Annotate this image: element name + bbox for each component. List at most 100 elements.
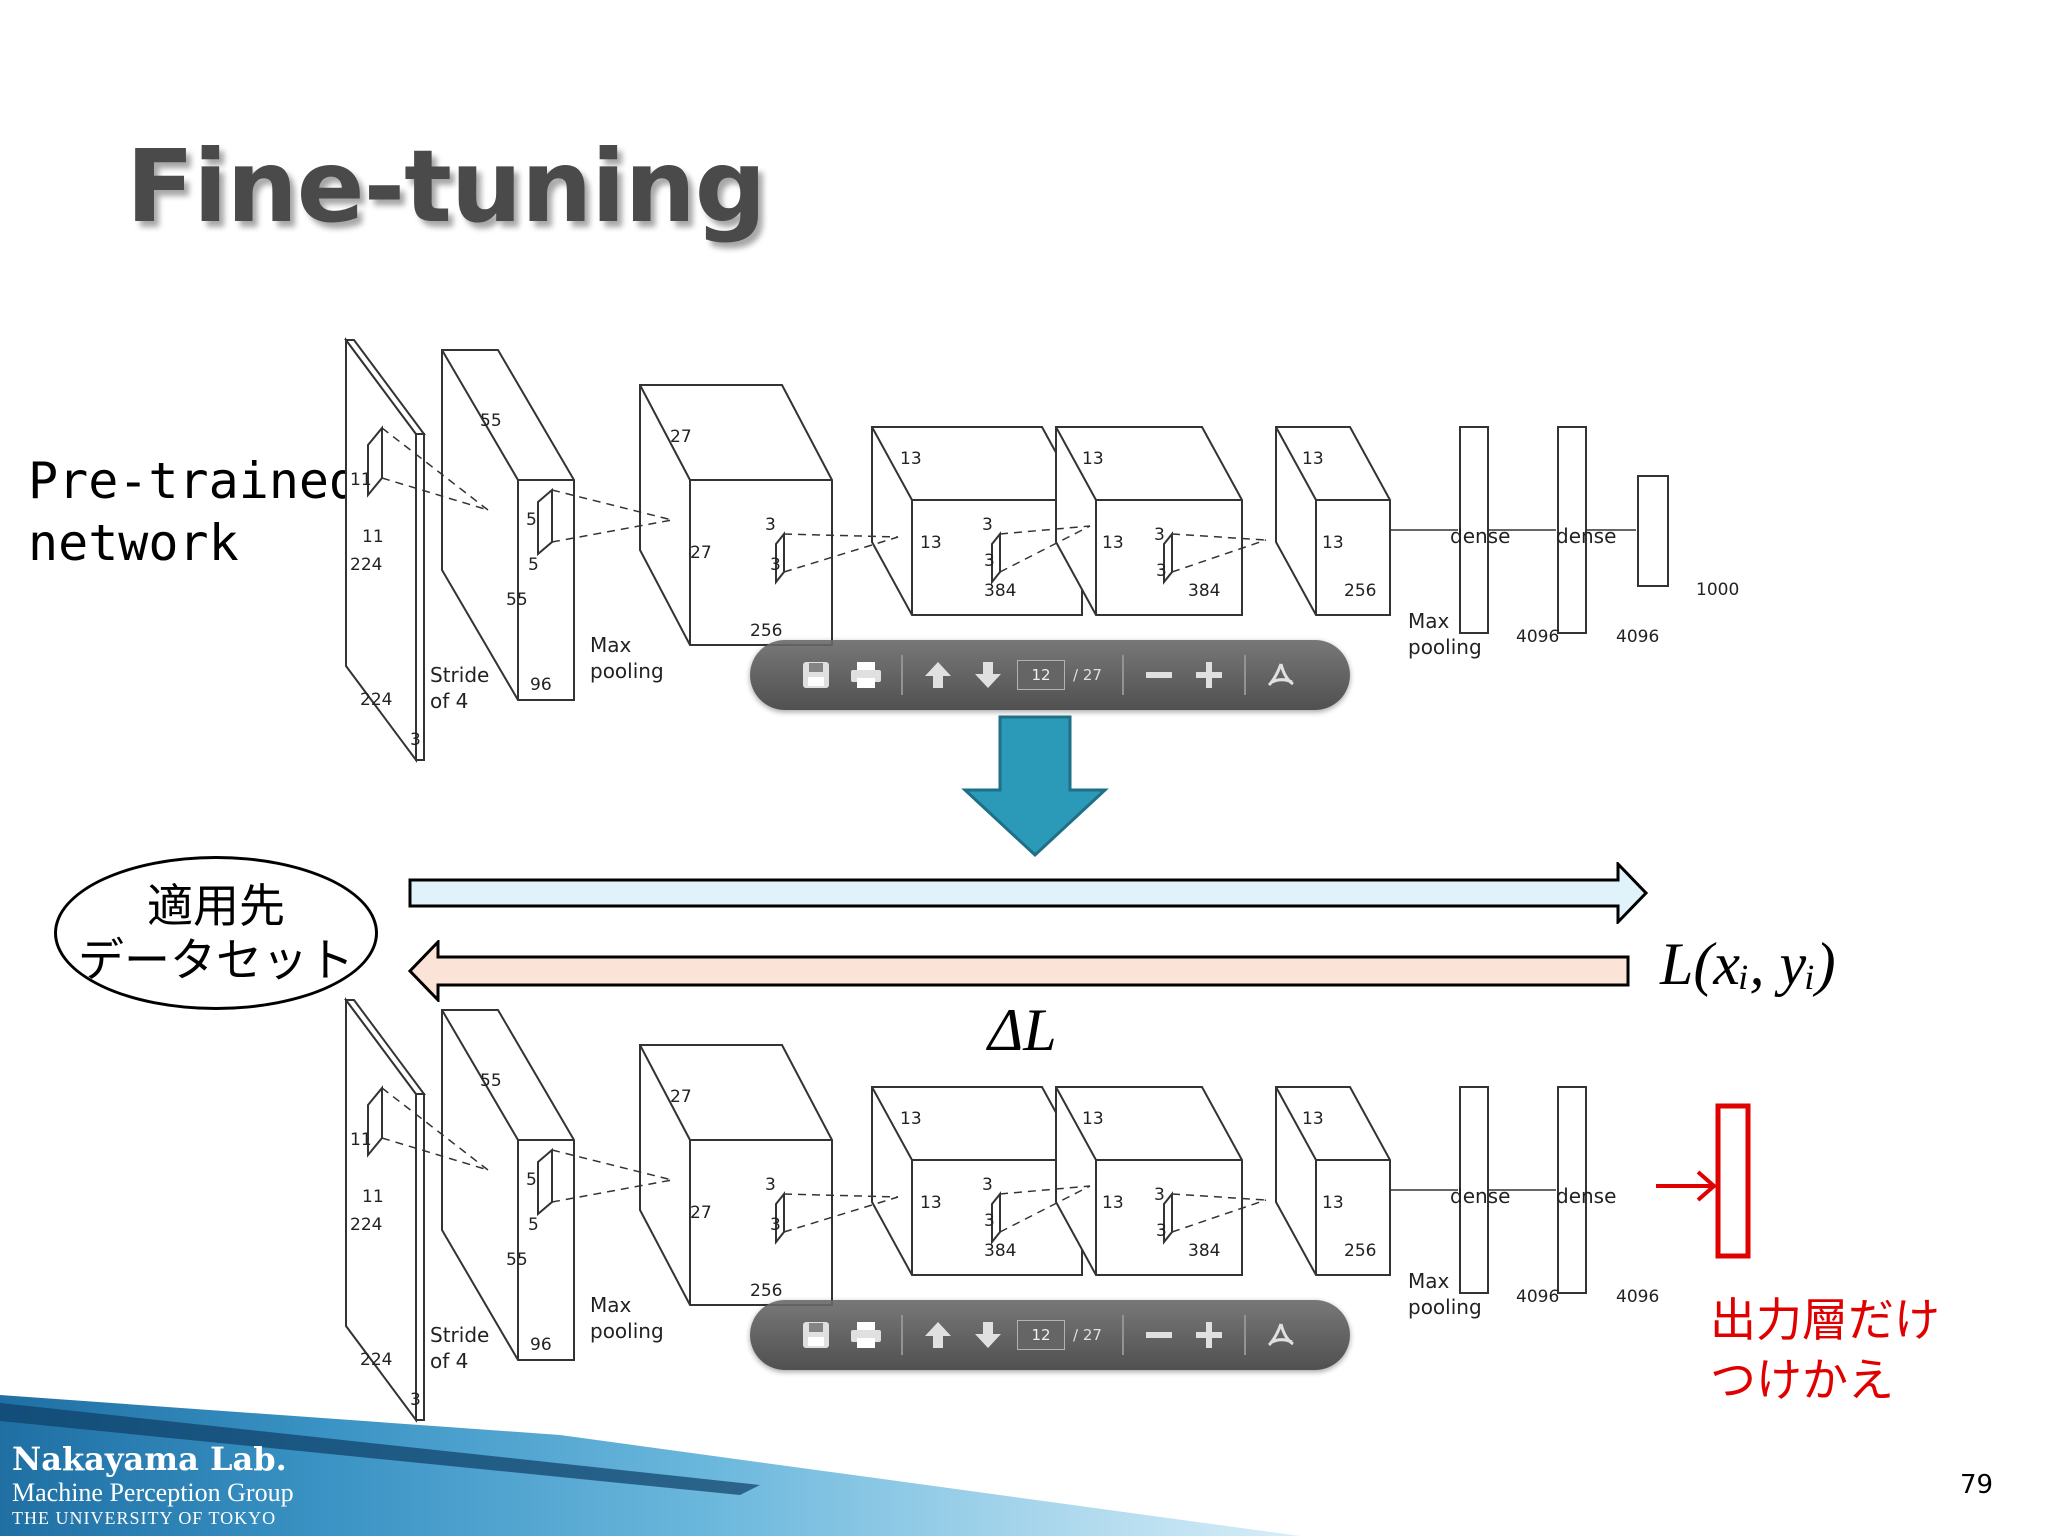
pretrained-label-line1: Pre-trained — [28, 452, 360, 510]
loss-function: L(xᵢ, yᵢ) — [1660, 931, 1836, 997]
toolbar-separator — [901, 1315, 903, 1355]
label-k2-b: 5 — [528, 555, 539, 575]
label-stride-1: Stride — [430, 663, 489, 687]
label-c4-d: 384 — [1188, 581, 1220, 601]
label-fc-1: 4096 — [1516, 1287, 1559, 1307]
university-name: THE UNIVERSITY OF TOKYO — [12, 1508, 277, 1528]
label-dense-1: dense — [1450, 524, 1510, 548]
dataset-line2: データセット — [78, 933, 354, 987]
label-stride-2: of 4 — [430, 1349, 468, 1373]
label-c3-h: 13 — [900, 1109, 922, 1129]
label-k2-a: 5 — [526, 1170, 537, 1190]
label-c2-h: 27 — [670, 427, 692, 447]
label-c1-w: 55 — [506, 1250, 528, 1270]
dataset-line1: 適用先 — [147, 879, 285, 933]
print-icon[interactable] — [845, 1314, 887, 1356]
page-down-icon[interactable] — [967, 654, 1009, 696]
page-up-icon[interactable] — [917, 1314, 959, 1356]
label-c3-w: 13 — [920, 533, 942, 553]
label-k4-a: 3 — [982, 1175, 993, 1195]
zoom-in-icon[interactable] — [1188, 1314, 1230, 1356]
label-c5-d: 256 — [1344, 1241, 1376, 1261]
label-c5-h: 13 — [1302, 449, 1324, 469]
label-input-d: 3 — [410, 1390, 421, 1410]
label-c1-d: 96 — [530, 675, 552, 695]
loss-gradient: ΔL — [988, 997, 1057, 1063]
label-dense-2: dense — [1556, 1184, 1616, 1208]
footer-band — [0, 1395, 1300, 1536]
page-total: / 27 — [1073, 1326, 1102, 1344]
label-pool2-2: pooling — [1408, 635, 1482, 659]
acrobat-icon[interactable] — [1260, 1314, 1302, 1356]
zoom-out-icon[interactable] — [1138, 654, 1180, 696]
label-c4-h: 13 — [1082, 1109, 1104, 1129]
label-c4-d: 384 — [1188, 1241, 1220, 1261]
label-c3-d: 384 — [984, 581, 1016, 601]
toolbar-separator — [1121, 655, 1124, 695]
label-input-h: 224 — [360, 690, 392, 710]
label-fc-2: 4096 — [1616, 627, 1659, 647]
label-output: 1000 — [1696, 580, 1739, 600]
label-k4-b: 3 — [984, 551, 995, 571]
replace-note-line1: 出力層だけ — [1710, 1293, 1940, 1347]
label-kernel1-a: 11 — [350, 1130, 372, 1150]
slide-title: Fine-tuning — [126, 128, 766, 245]
label-k3-b: 3 — [770, 1215, 781, 1235]
page-number: 79 — [1960, 1470, 1994, 1500]
label-c2-h: 27 — [670, 1087, 692, 1107]
label-c4-h: 13 — [1082, 449, 1104, 469]
label-dense-2: dense — [1556, 524, 1616, 548]
label-k5-b: 3 — [1156, 1221, 1167, 1241]
toolbar-separator — [1243, 1315, 1246, 1355]
label-stride-1: Stride — [430, 1323, 489, 1347]
backward-arrow — [408, 940, 1630, 1002]
label-c5-d: 256 — [1344, 581, 1376, 601]
label-c2-w: 27 — [690, 1203, 712, 1223]
label-k5-a: 3 — [1154, 525, 1165, 545]
label-c4-w: 13 — [1102, 533, 1124, 553]
replace-note-line2: つけかえ — [1710, 1353, 1894, 1407]
label-c2-d: 256 — [750, 1281, 782, 1301]
label-fc-1: 4096 — [1516, 627, 1559, 647]
label-k3-a: 3 — [765, 1175, 776, 1195]
save-icon[interactable] — [795, 1314, 837, 1356]
new-output-layer — [1715, 1103, 1751, 1259]
label-c4-w: 13 — [1102, 1193, 1124, 1213]
label-c5-h: 13 — [1302, 1109, 1324, 1129]
toolbar-separator — [1243, 655, 1246, 695]
label-k2-a: 5 — [526, 510, 537, 530]
label-k5-b: 3 — [1156, 561, 1167, 581]
label-k5-a: 3 — [1154, 1185, 1165, 1205]
forward-arrow — [408, 862, 1648, 924]
label-c3-d: 384 — [984, 1241, 1016, 1261]
save-icon[interactable] — [795, 654, 837, 696]
label-c1-d: 96 — [530, 1335, 552, 1355]
label-k2-b: 5 — [528, 1215, 539, 1235]
page-up-icon[interactable] — [917, 654, 959, 696]
label-pool2-1: Max — [1408, 1269, 1450, 1293]
print-icon[interactable] — [845, 654, 887, 696]
acrobat-icon[interactable] — [1260, 654, 1302, 696]
page-number-input[interactable]: 12 — [1017, 660, 1065, 690]
pdf-toolbar-bottom: 12 / 27 — [750, 1300, 1350, 1370]
label-kernel1-a: 11 — [350, 470, 372, 490]
lab-name: Nakayama Lab. — [12, 1440, 287, 1478]
down-arrow — [961, 715, 1109, 858]
pretrained-label: Pre-trained network — [28, 450, 359, 574]
zoom-in-icon[interactable] — [1188, 654, 1230, 696]
label-c5-w: 13 — [1322, 533, 1344, 553]
label-k4-b: 3 — [984, 1211, 995, 1231]
zoom-out-icon[interactable] — [1138, 1314, 1180, 1356]
label-input-w: 224 — [350, 555, 382, 575]
label-c1-h: 55 — [480, 411, 502, 431]
label-kernel1-b: 11 — [362, 527, 384, 547]
page-down-icon[interactable] — [967, 1314, 1009, 1356]
page-number-input[interactable]: 12 — [1017, 1320, 1065, 1350]
label-input-d: 3 — [410, 730, 421, 750]
page-total: / 27 — [1073, 666, 1102, 684]
finetune-network-diagram: 11 11 224 224 3 55 55 96 5 5 Stride of 4… — [320, 990, 1770, 1424]
label-input-h: 224 — [360, 1350, 392, 1370]
label-c1-w: 55 — [506, 590, 528, 610]
label-kernel1-b: 11 — [362, 1187, 384, 1207]
pdf-toolbar-top: 12 / 27 — [750, 640, 1350, 710]
